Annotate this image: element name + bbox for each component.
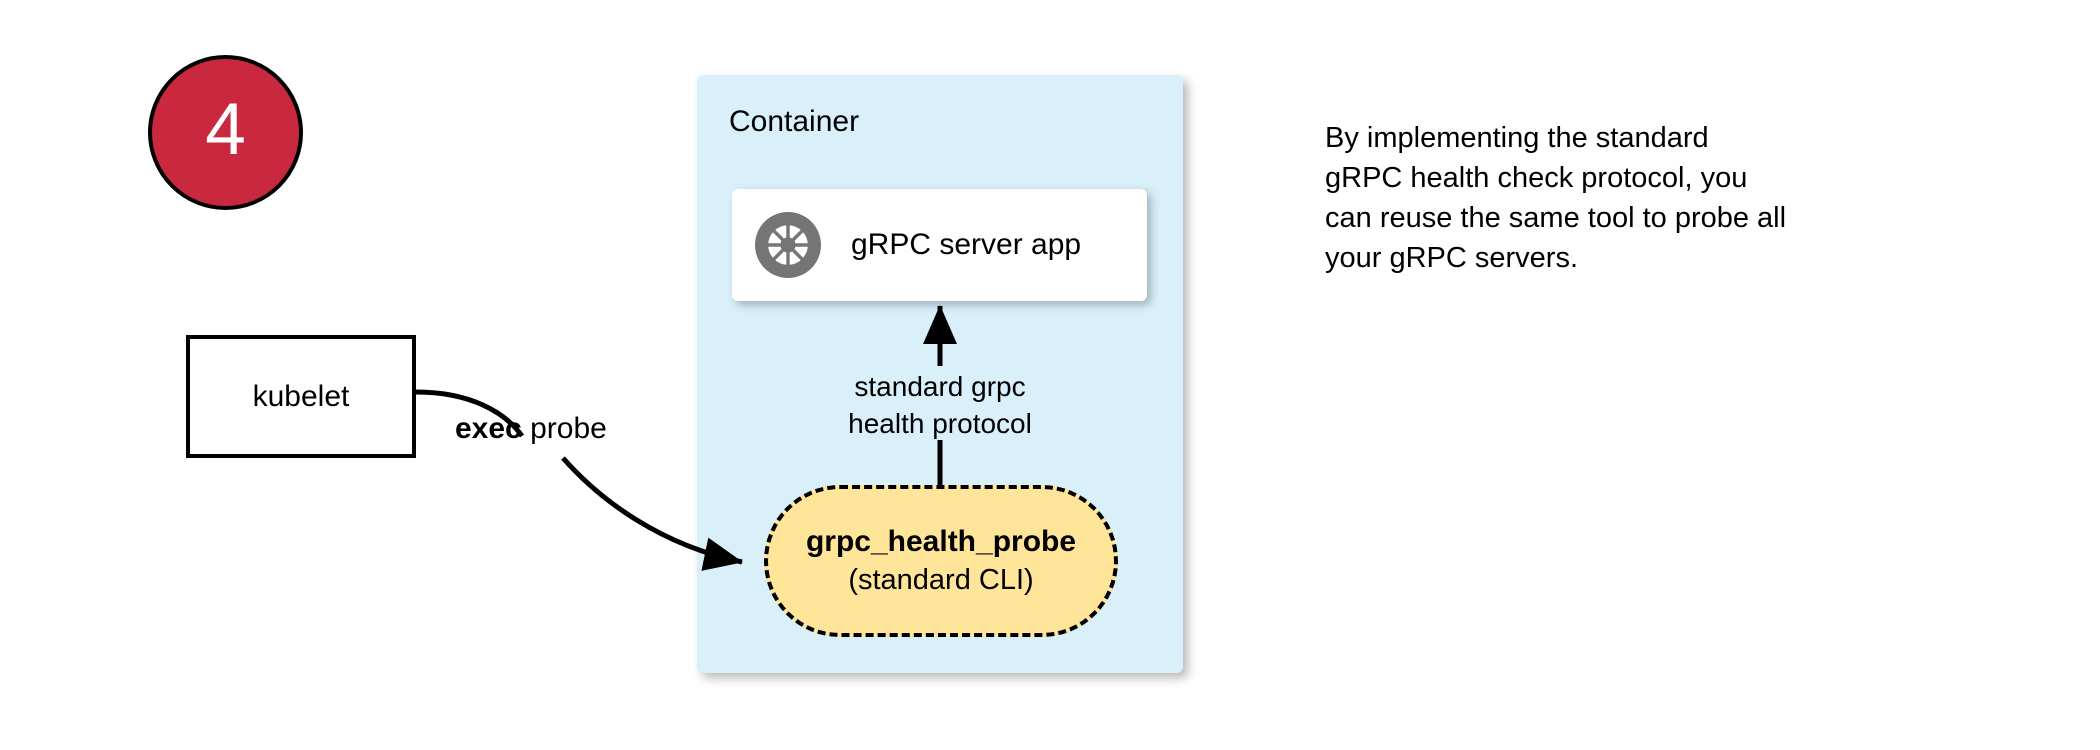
exec-probe-edge-label-bold: exec	[455, 412, 522, 445]
explanatory-note: By implementing the standard gRPC health…	[1325, 118, 1925, 278]
explanatory-note-line1: By implementing the standard	[1325, 122, 1709, 154]
kubelet-label: kubelet	[252, 379, 350, 413]
grpc-aperture-icon	[755, 212, 821, 278]
grpc-health-probe-subtitle: (standard CLI)	[848, 564, 1034, 596]
exec-probe-edge-label: exec probe	[455, 412, 607, 446]
grpc-health-probe-title: grpc_health_probe	[805, 525, 1077, 558]
explanatory-note-line2: gRPC health check protocol, you	[1325, 162, 1748, 194]
grpc-server-app-label: gRPC server app	[851, 228, 1082, 261]
protocol-edge-label-line1: standard grpc	[854, 371, 1026, 402]
step-number-label: 4	[205, 89, 246, 170]
step-number-badge: 4	[148, 55, 303, 210]
container-title: Container	[729, 105, 860, 138]
grpc-server-app-node: gRPC server app	[732, 189, 1147, 301]
grpc-health-probe-node: grpc_health_probe (standard CLI)	[764, 485, 1118, 637]
explanatory-note-line3: can reuse the same tool to probe all	[1325, 202, 1787, 234]
explanatory-note-line4: your gRPC servers.	[1325, 242, 1579, 274]
protocol-edge-label: standard grpc health protocol	[697, 368, 1183, 442]
kubelet-node: kubelet	[186, 335, 416, 458]
exec-probe-edge-label-rest: probe	[521, 412, 607, 445]
protocol-edge-label-line2: health protocol	[848, 408, 1032, 439]
